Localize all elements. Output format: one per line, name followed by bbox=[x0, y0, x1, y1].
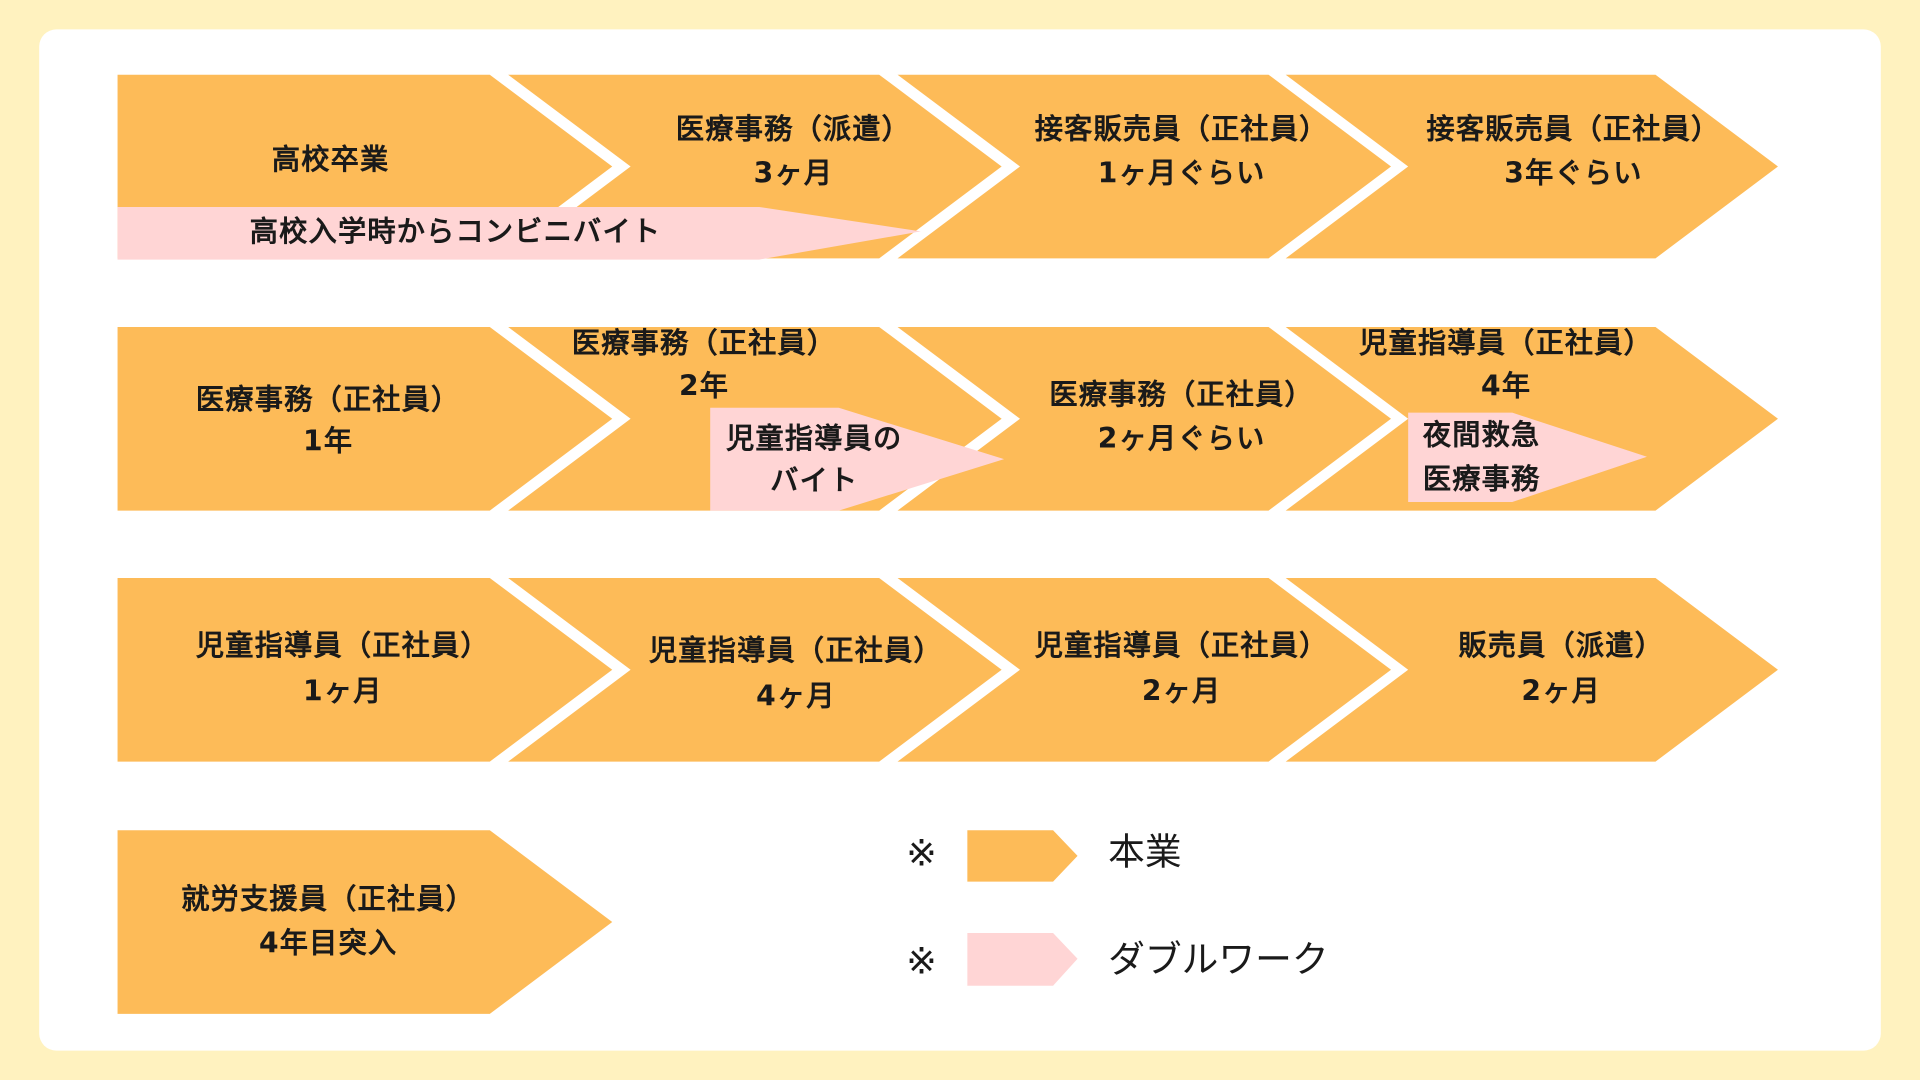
step-label: 医療事務（正社員） bbox=[1049, 379, 1314, 412]
step-chevron bbox=[1285, 74, 1778, 259]
step-duration: 1ヶ月 bbox=[303, 675, 383, 708]
legend-label-double-work: ダブルワーク bbox=[1108, 939, 1329, 983]
legend-main-job-swatch bbox=[967, 830, 1078, 882]
step-label: 児童指導員（正社員） bbox=[1359, 328, 1654, 361]
step-chevron bbox=[117, 830, 613, 1014]
step-label: 医療事務（正社員） bbox=[571, 328, 837, 361]
step-label: 接客販売員（正社員） bbox=[1034, 113, 1329, 146]
side-job-label: 高校入学時からコンビニバイト bbox=[249, 216, 662, 249]
step-chevron bbox=[117, 577, 613, 762]
step-duration: 4年目突入 bbox=[258, 928, 398, 961]
step-duration: 2ヶ月ぐらい bbox=[1097, 423, 1266, 456]
step-chevron bbox=[897, 74, 1392, 259]
step-duration: 4ヶ月 bbox=[756, 680, 836, 713]
legend-mark: ※ bbox=[906, 940, 937, 984]
step-chevron bbox=[897, 577, 1392, 762]
step-label: 児童指導員（正社員） bbox=[195, 630, 490, 663]
side-job-label: 児童指導員の bbox=[726, 423, 903, 456]
step-label: 高校卒業 bbox=[271, 144, 390, 177]
side-job-arrow bbox=[117, 206, 921, 260]
step-label: 就労支援員（正社員） bbox=[181, 884, 476, 916]
step-duration: 2ヶ月 bbox=[1521, 675, 1602, 708]
step-label: 児童指導員（正社員） bbox=[648, 635, 943, 668]
step-chevron bbox=[897, 326, 1392, 511]
step-chevron bbox=[508, 577, 1002, 762]
side-job-label: バイト bbox=[770, 465, 859, 498]
step-chevron bbox=[1285, 577, 1778, 762]
legend-mark: ※ bbox=[906, 832, 937, 876]
step-duration: 1年 bbox=[303, 426, 354, 458]
step-chevron bbox=[117, 326, 613, 511]
side-job-label: 医療事務 bbox=[1422, 464, 1541, 496]
step-label: 医療事務（正社員） bbox=[195, 384, 461, 417]
side-job-arrow bbox=[1408, 412, 1647, 503]
step-duration: 4年 bbox=[1481, 371, 1532, 403]
legend-double-work-swatch bbox=[967, 933, 1078, 986]
step-duration: 3年ぐらい bbox=[1504, 157, 1643, 190]
step-duration: 3ヶ月 bbox=[753, 157, 834, 190]
step-duration: 1ヶ月ぐらい bbox=[1097, 157, 1266, 190]
step-label: 医療事務（派遣） bbox=[675, 113, 912, 146]
side-job-arrow bbox=[710, 407, 1005, 511]
legend-label-main-job: 本業 bbox=[1108, 831, 1182, 875]
step-label: 販売員（派遣） bbox=[1458, 630, 1665, 663]
side-job-label: 夜間救急 bbox=[1422, 420, 1541, 452]
step-duration: 2ヶ月 bbox=[1141, 675, 1222, 708]
step-label: 児童指導員（正社員） bbox=[1034, 630, 1329, 663]
step-label: 接客販売員（正社員） bbox=[1426, 113, 1721, 146]
step-duration: 2年 bbox=[678, 371, 730, 403]
